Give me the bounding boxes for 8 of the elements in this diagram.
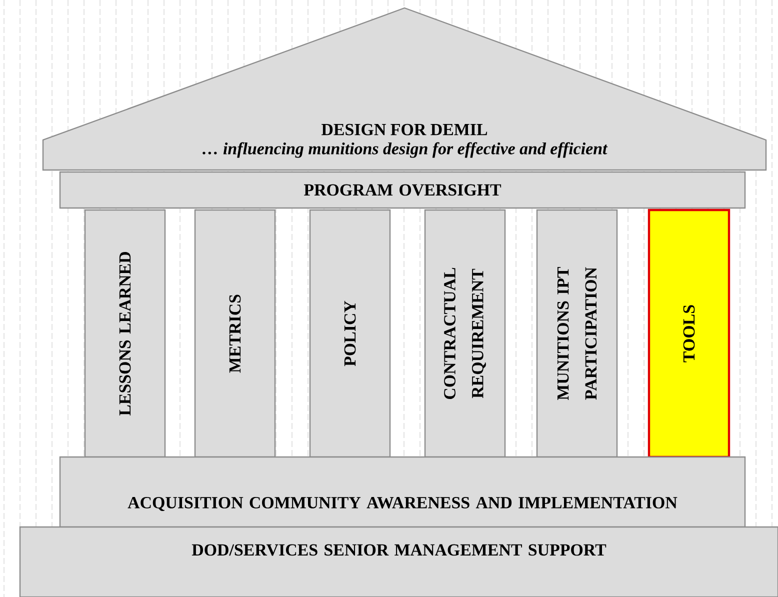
beam-band: PROGRAM OVERSIGHT (59, 171, 746, 209)
pillar: LESSONS LEARNED (84, 209, 166, 458)
pillar: TOOLS (648, 208, 730, 458)
pillar: CONTRACTUAL REQUIREMENT (424, 209, 506, 458)
foundation-block: DOD/SERVICES SENIOR MANAGEMENT SUPPORT (19, 526, 778, 597)
pillar: POLICY (309, 209, 391, 458)
pillar: METRICS (194, 209, 276, 458)
pillar: MUNITIONS IPT PARTICIPATION (536, 209, 618, 458)
